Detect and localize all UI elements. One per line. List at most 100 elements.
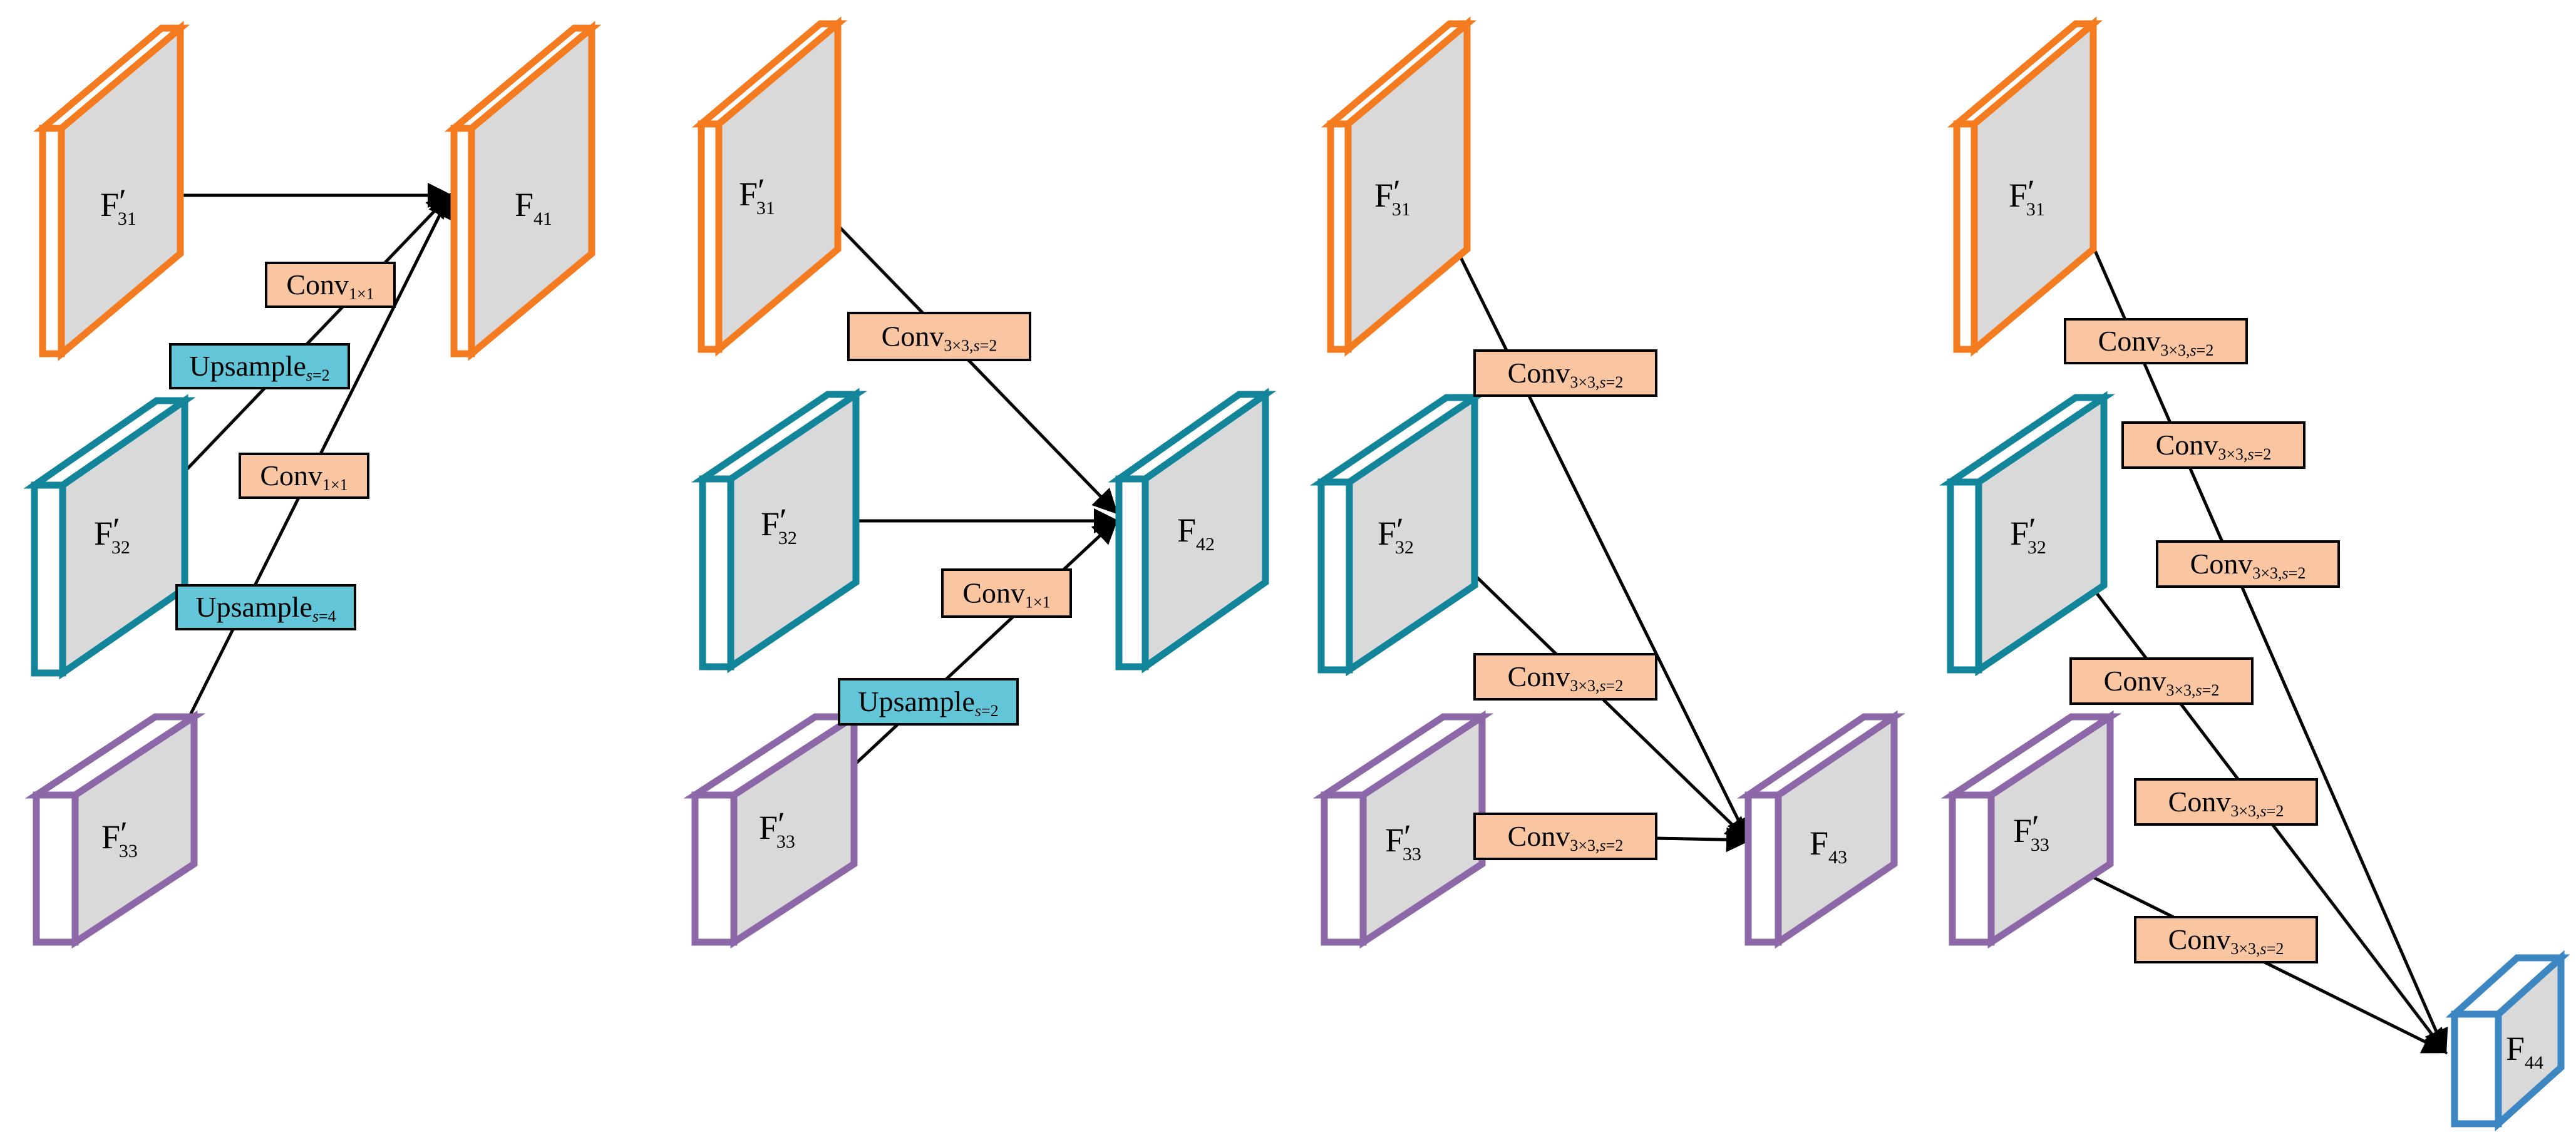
- op-label-sub-tail: =2: [1606, 836, 1624, 855]
- op-label-main: Conv: [882, 321, 944, 352]
- op-label-sub-italic: s: [2260, 940, 2267, 958]
- op-label-sub-tail: =2: [1606, 373, 1624, 391]
- block-front-face: [33, 791, 79, 946]
- op-label-sub: 3×3,: [2218, 445, 2247, 463]
- op-label: Conv3×3,s=2: [2190, 548, 2306, 582]
- op-box-rect: [2064, 318, 2248, 364]
- op-box-rect: [265, 262, 396, 308]
- op-label: Conv3×3,s=2: [2168, 923, 2284, 958]
- feature-map-p2-f31: F′31: [691, 16, 848, 357]
- feature-label-f32: F′32: [761, 501, 797, 548]
- op-label: Conv3×3,s=2: [2156, 429, 2272, 463]
- feature-label-f42: F42: [1177, 511, 1215, 555]
- feature-label-sub: 31: [1392, 199, 1411, 220]
- op-label: Conv3×3,s=2: [1508, 357, 1624, 391]
- feature-label-prime: ′: [2032, 808, 2039, 846]
- op-label-sub-tail: =2: [2202, 681, 2220, 699]
- feature-label-f31: F′31: [2009, 173, 2045, 220]
- op-label-sub-italic: s: [2248, 445, 2254, 463]
- op-label: Conv3×3,s=2: [2104, 665, 2220, 699]
- conv-box-conv1x1: Conv1×1: [265, 262, 396, 308]
- op-label-sub-italic: s: [2190, 341, 2197, 359]
- op-label-sub-tail: =2: [312, 366, 330, 384]
- feature-map-p4-f32: F′32: [1939, 391, 2115, 677]
- op-label: Conv1×1: [286, 269, 374, 303]
- conv-box-conv3x3s2: Conv3×3,s=2: [1473, 349, 1657, 397]
- feature-map-p3-f43: F43: [1737, 710, 1905, 949]
- feature-label-sub: 44: [2525, 1052, 2543, 1073]
- conv-box-conv3x3s2: Conv3×3,s=2: [2121, 421, 2306, 469]
- op-label: Conv3×3,s=2: [2168, 786, 2284, 820]
- conv-box-conv3x3s2: Conv3×3,s=2: [2064, 318, 2248, 364]
- block-front-face: [1744, 791, 1782, 946]
- op-boxes-layer: Conv1×1Upsamples=2Conv1×1Upsamples=4Conv…: [169, 262, 2340, 963]
- conv-box-conv1x1: Conv1×1: [239, 453, 369, 499]
- feature-label-main: F: [739, 175, 758, 213]
- feature-map-p2-f42: F42: [1108, 388, 1277, 674]
- op-label: Conv1×1: [962, 577, 1050, 612]
- op-label-sub-tail: =4: [319, 607, 336, 625]
- feature-label-sub: 31: [118, 208, 137, 229]
- op-label-sub: 1×1: [1025, 593, 1051, 612]
- feature-label-f32: F′32: [94, 511, 130, 558]
- conv-box-conv3x3s2: Conv3×3,s=2: [2069, 657, 2254, 705]
- op-label-main: Conv: [2190, 548, 2253, 580]
- block-front-face: [1327, 120, 1352, 353]
- op-box-rect: [2134, 916, 2318, 963]
- feature-map-p3-f31: F′31: [1321, 16, 1477, 357]
- feature-label-prime: ′: [2027, 173, 2035, 210]
- op-label-main: Conv: [2098, 325, 2161, 357]
- op-label-main: Conv: [2156, 429, 2218, 461]
- feature-label-sub: 32: [2027, 537, 2046, 558]
- block-front-face: [450, 125, 475, 357]
- op-label-main: Conv: [1508, 820, 1570, 852]
- feature-label-f32: F′32: [2010, 511, 2046, 558]
- feature-label-f33: F′33: [2013, 808, 2049, 855]
- op-box-rect: [941, 568, 1072, 618]
- op-label-sub-tail: =2: [981, 702, 999, 720]
- feature-label-main: F: [2013, 812, 2032, 850]
- feature-label-prime: ′: [1393, 173, 1401, 210]
- feature-label-f33: F′33: [101, 814, 138, 861]
- op-label-sub-italic: s: [306, 366, 312, 384]
- arrow-edge: [1425, 187, 1750, 843]
- op-label: Conv3×3,s=2: [1508, 820, 1624, 855]
- op-label-sub: 3×3,: [1570, 677, 1599, 695]
- feature-label-sub: 42: [1196, 534, 1215, 555]
- feature-label-main: F: [2009, 177, 2027, 214]
- op-label-main: Upsample: [195, 591, 312, 623]
- op-label-sub-tail: =2: [2289, 564, 2306, 582]
- conv-box-conv1x1: Conv1×1: [941, 568, 1072, 618]
- feature-map-p4-f31: F′31: [1947, 16, 2103, 357]
- feature-label-main: F: [515, 186, 533, 223]
- feature-label-prime: ′: [758, 172, 765, 209]
- feature-map-p1-f31: F′31: [33, 21, 190, 361]
- op-label: Conv3×3,s=2: [1508, 660, 1624, 695]
- feature-label-main: F: [94, 515, 113, 552]
- feature-label-f33: F′33: [1385, 818, 1421, 865]
- op-label-sub-italic: s: [1600, 677, 1606, 695]
- feature-label-f33: F′33: [759, 805, 795, 852]
- block-front-face: [2451, 1010, 2502, 1127]
- op-label-sub-italic: s: [2260, 802, 2267, 820]
- op-label-sub-italic: s: [1600, 373, 1606, 391]
- feature-label-prime: ′: [2029, 511, 2036, 548]
- feature-label-main: F: [1177, 511, 1196, 549]
- edges-layer: [158, 183, 2448, 1055]
- feature-label-main: F: [1378, 515, 1396, 552]
- block-front-face: [1115, 475, 1149, 670]
- conv-box-conv3x3s2: Conv3×3,s=2: [847, 312, 1031, 361]
- op-box-rect: [2121, 421, 2306, 469]
- feature-label-f44: F44: [2506, 1030, 2543, 1073]
- op-label-sub-italic: s: [1600, 836, 1606, 855]
- op-label-sub: 1×1: [322, 476, 348, 494]
- upsample-box-upsample4: Upsamples=4: [175, 584, 356, 630]
- feature-label-f43: F43: [1810, 824, 1847, 868]
- feature-map-p1-f33: F′33: [24, 710, 206, 949]
- op-label-main: Conv: [260, 460, 322, 491]
- feature-label-prime: ′: [1404, 818, 1411, 855]
- op-label-sub-tail: =2: [1606, 677, 1624, 695]
- op-label-sub: 3×3,: [1570, 373, 1599, 391]
- op-box-rect: [1473, 813, 1657, 860]
- feature-label-sub: 32: [778, 528, 797, 548]
